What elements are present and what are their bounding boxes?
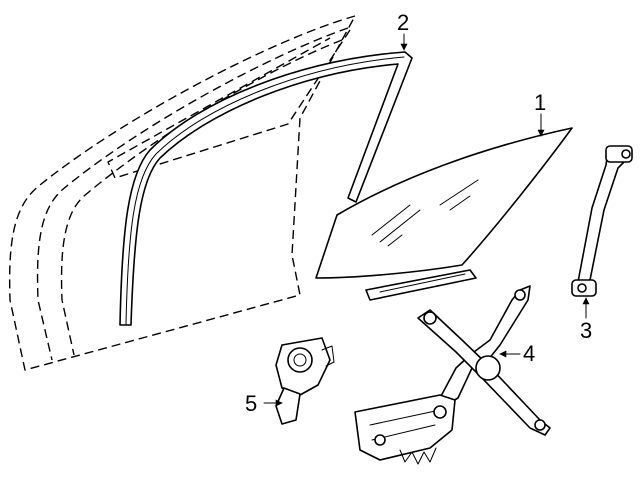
callout-1: 1 bbox=[534, 90, 546, 115]
door-outline bbox=[8, 15, 356, 371]
regulator-motor bbox=[275, 337, 335, 425]
window-regulator bbox=[354, 285, 551, 465]
run-channel bbox=[119, 51, 413, 326]
window-glass bbox=[315, 127, 573, 301]
callout-4: 4 bbox=[523, 341, 535, 366]
leader-lines bbox=[263, 33, 590, 407]
callout-3: 3 bbox=[580, 318, 592, 343]
rear-guide-rail bbox=[571, 145, 633, 297]
callout-2: 2 bbox=[397, 10, 409, 35]
callout-5: 5 bbox=[245, 391, 257, 416]
